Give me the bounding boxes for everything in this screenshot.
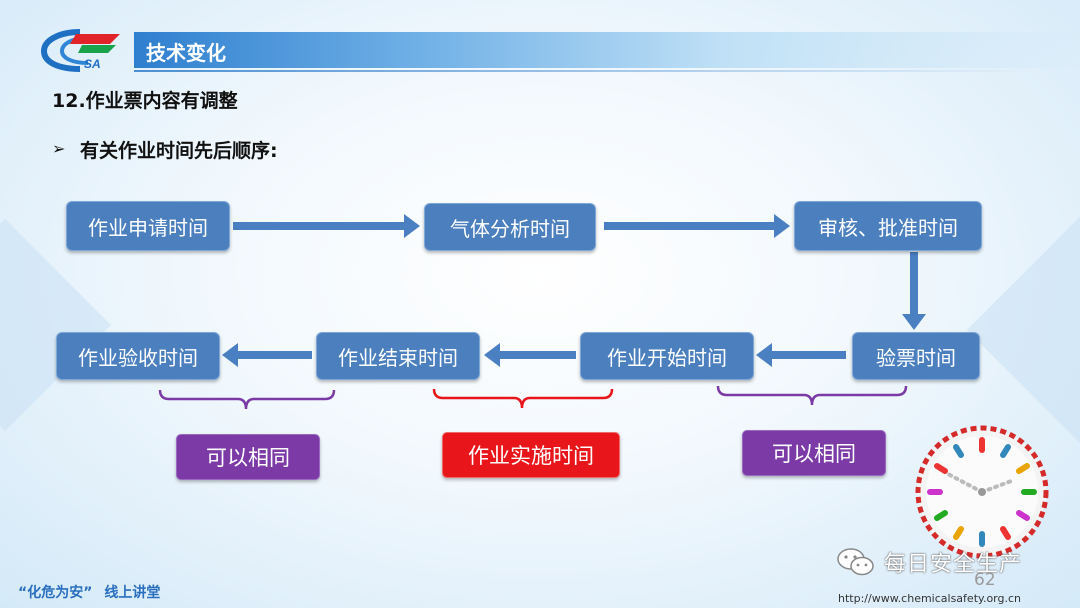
bullet-arrow-icon: ➢: [52, 139, 66, 158]
tag-can-be-same-right: 可以相同: [742, 430, 886, 476]
box-end-time: 作业结束时间: [316, 332, 480, 380]
csa-logo: SA: [40, 29, 120, 72]
arrow-check-to-start: [756, 343, 846, 367]
brace-left: [158, 389, 336, 410]
box-check-time: 验票时间: [852, 332, 980, 380]
arrow-approve-to-check: [902, 252, 926, 330]
header-bar: 技术变化: [134, 32, 1080, 68]
arrow-start-to-end: [484, 343, 576, 367]
page-number: 62: [974, 570, 996, 590]
header-underline: [134, 70, 1034, 72]
footer-slogan-text: “化危为安”: [18, 585, 93, 601]
box-apply-time: 作业申请时间: [66, 201, 230, 251]
footer-slogan: “化危为安” 线上讲堂: [18, 582, 160, 602]
watermark-text: 每日安全生产: [884, 552, 1023, 577]
footer-course-text: 线上讲堂: [104, 585, 161, 601]
box-start-time: 作业开始时间: [580, 332, 754, 380]
box-gas-analysis-time: 气体分析时间: [424, 203, 596, 251]
box-accept-time: 作业验收时间: [56, 332, 220, 380]
tag-can-be-same-left: 可以相同: [176, 434, 320, 480]
arrow-gas-to-approve: [604, 214, 790, 238]
arrow-end-to-accept: [222, 343, 312, 367]
tag-implementation-time: 作业实施时间: [442, 432, 620, 478]
sub-heading: 有关作业时间先后顺序:: [80, 140, 278, 162]
arrow-apply-to-gas: [233, 214, 420, 238]
section-heading: 12.作业票内容有调整: [52, 90, 238, 112]
svg-text:SA: SA: [84, 57, 101, 71]
wechat-icon: [837, 548, 874, 576]
header-title: 技术变化: [146, 41, 226, 65]
box-approve-time: 审核、批准时间: [794, 201, 982, 251]
footer-url: http://www.chemicalsafety.org.cn: [838, 592, 1021, 605]
pill-clock-image: [915, 425, 1049, 559]
brace-middle: [432, 388, 614, 409]
brace-right: [716, 385, 908, 406]
